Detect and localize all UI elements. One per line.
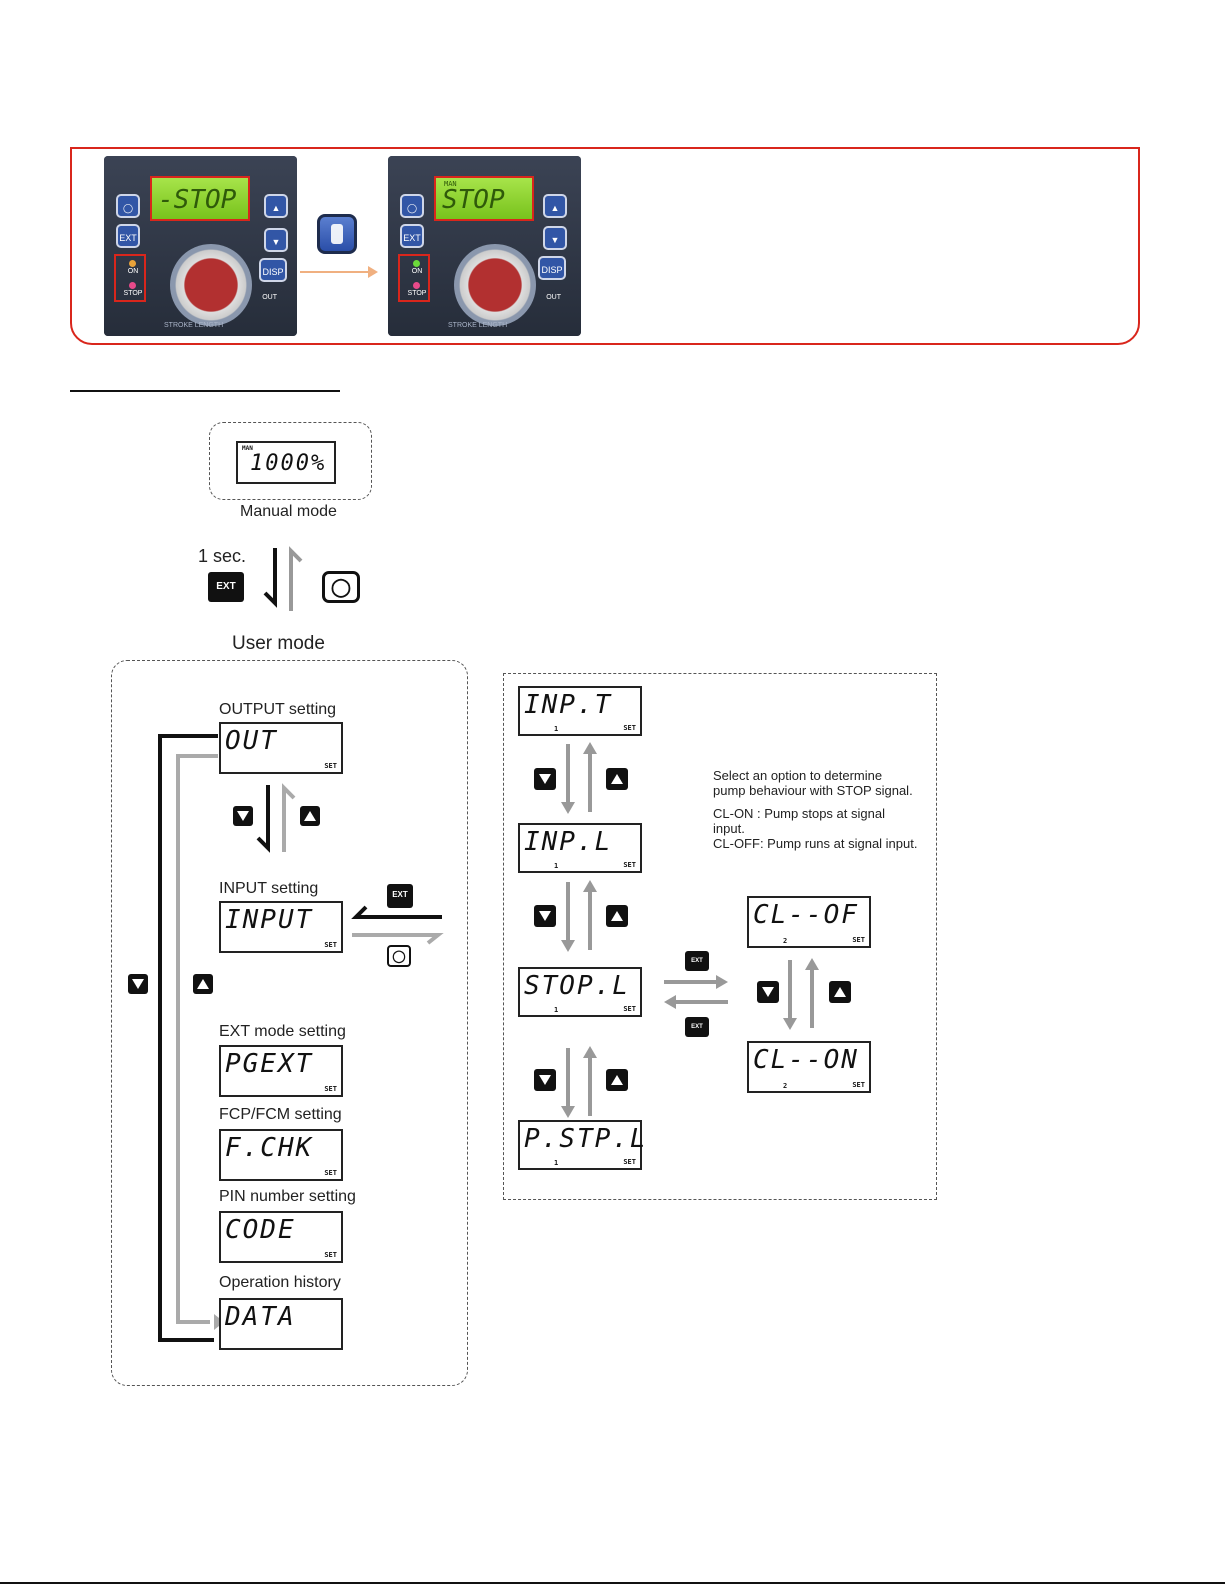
submenu-arrows <box>556 1044 602 1120</box>
up-key-icon <box>606 1069 628 1091</box>
power-button[interactable]: ◯ <box>400 194 424 218</box>
up-key-icon <box>193 974 213 994</box>
option-arrows <box>660 972 732 1012</box>
ext-key: EXT <box>685 1017 709 1037</box>
up-button[interactable]: ▲ <box>543 194 567 218</box>
stroke-label: STROKE LENGTH <box>448 322 507 329</box>
down-key-icon <box>233 806 253 826</box>
stop-label: STOP <box>118 290 148 297</box>
out-label: OUT <box>546 294 561 301</box>
pump-panel-before: -STOP ◯ EXT ▲ ▼ DISP ON STOP OUT STROKE … <box>104 156 297 336</box>
stop-label: STOP <box>402 290 432 297</box>
up-key-icon <box>829 981 851 1003</box>
down-key-icon <box>534 1069 556 1091</box>
stop-led <box>129 282 136 289</box>
user-mode-label: User mode <box>232 633 325 655</box>
ext-button[interactable]: EXT <box>400 224 424 248</box>
down-key-icon <box>534 905 556 927</box>
output-setting-label: OUTPUT setting <box>219 701 336 719</box>
option-vertical-arrows <box>778 956 824 1032</box>
transition-arrow <box>300 271 370 273</box>
ext-key: EXT <box>685 951 709 971</box>
output-input-arrows <box>254 780 300 855</box>
stop-note: Select an option to determine pump behav… <box>713 768 918 851</box>
power-key-icon <box>317 214 357 254</box>
section-underline <box>70 390 340 392</box>
power-key-icon: ◯ <box>387 945 411 967</box>
operation-history-label: Operation history <box>219 1274 341 1292</box>
up-key-icon <box>300 806 320 826</box>
disp-button[interactable]: DISP <box>538 256 566 280</box>
pump-lcd: -STOP <box>150 176 250 221</box>
on-led <box>129 260 136 267</box>
up-key-icon <box>606 768 628 790</box>
pin-setting-label: PIN number setting <box>219 1188 356 1206</box>
up-button[interactable]: ▲ <box>264 194 288 218</box>
menu-loop-arrows <box>150 720 230 1350</box>
manual-display: MAN 1000% <box>236 441 336 484</box>
down-key-icon <box>757 981 779 1003</box>
led-box: ON STOP <box>114 254 146 302</box>
input-setting-label: INPUT setting <box>219 880 318 898</box>
page-bottom-rule <box>0 1582 1225 1584</box>
on-led <box>413 260 420 267</box>
stroke-dial[interactable] <box>170 244 252 326</box>
power-key-icon: ◯ <box>322 571 360 603</box>
down-button[interactable]: ▼ <box>543 226 567 250</box>
out-label: OUT <box>262 294 277 301</box>
on-label: ON <box>402 268 432 275</box>
led-box: ON STOP <box>398 254 430 302</box>
history-display: DATA <box>219 1298 343 1350</box>
manual-mode-label: Manual mode <box>240 503 337 521</box>
fcp-fcm-label: FCP/FCM setting <box>219 1106 342 1124</box>
arrow-head-icon <box>368 266 378 278</box>
note-intro: Select an option to determine pump behav… <box>713 768 918 798</box>
submenu-arrows <box>556 740 602 816</box>
ext-key: EXT <box>208 572 244 602</box>
on-label: ON <box>118 268 148 275</box>
hold-time-label: 1 sec. <box>198 546 246 567</box>
stop-led <box>413 282 420 289</box>
power-button[interactable]: ◯ <box>116 194 140 218</box>
ext-button[interactable]: EXT <box>116 224 140 248</box>
ext-mode-label: EXT mode setting <box>219 1023 346 1041</box>
down-key-icon <box>128 974 148 994</box>
note-cl-off: CL-OFF: Pump runs at signal input. <box>713 836 918 851</box>
down-button[interactable]: ▼ <box>264 228 288 252</box>
disp-button[interactable]: DISP <box>259 258 287 282</box>
input-submenu-arrows <box>350 905 445 945</box>
stroke-label: STROKE LENGTH <box>164 322 223 329</box>
mode-switch-arrows <box>255 543 315 615</box>
note-cl-on: CL-ON : Pump stops at signal input. <box>713 806 918 836</box>
up-key-icon <box>606 905 628 927</box>
stroke-dial[interactable] <box>454 244 536 326</box>
down-key-icon <box>534 768 556 790</box>
submenu-arrows <box>556 878 602 954</box>
